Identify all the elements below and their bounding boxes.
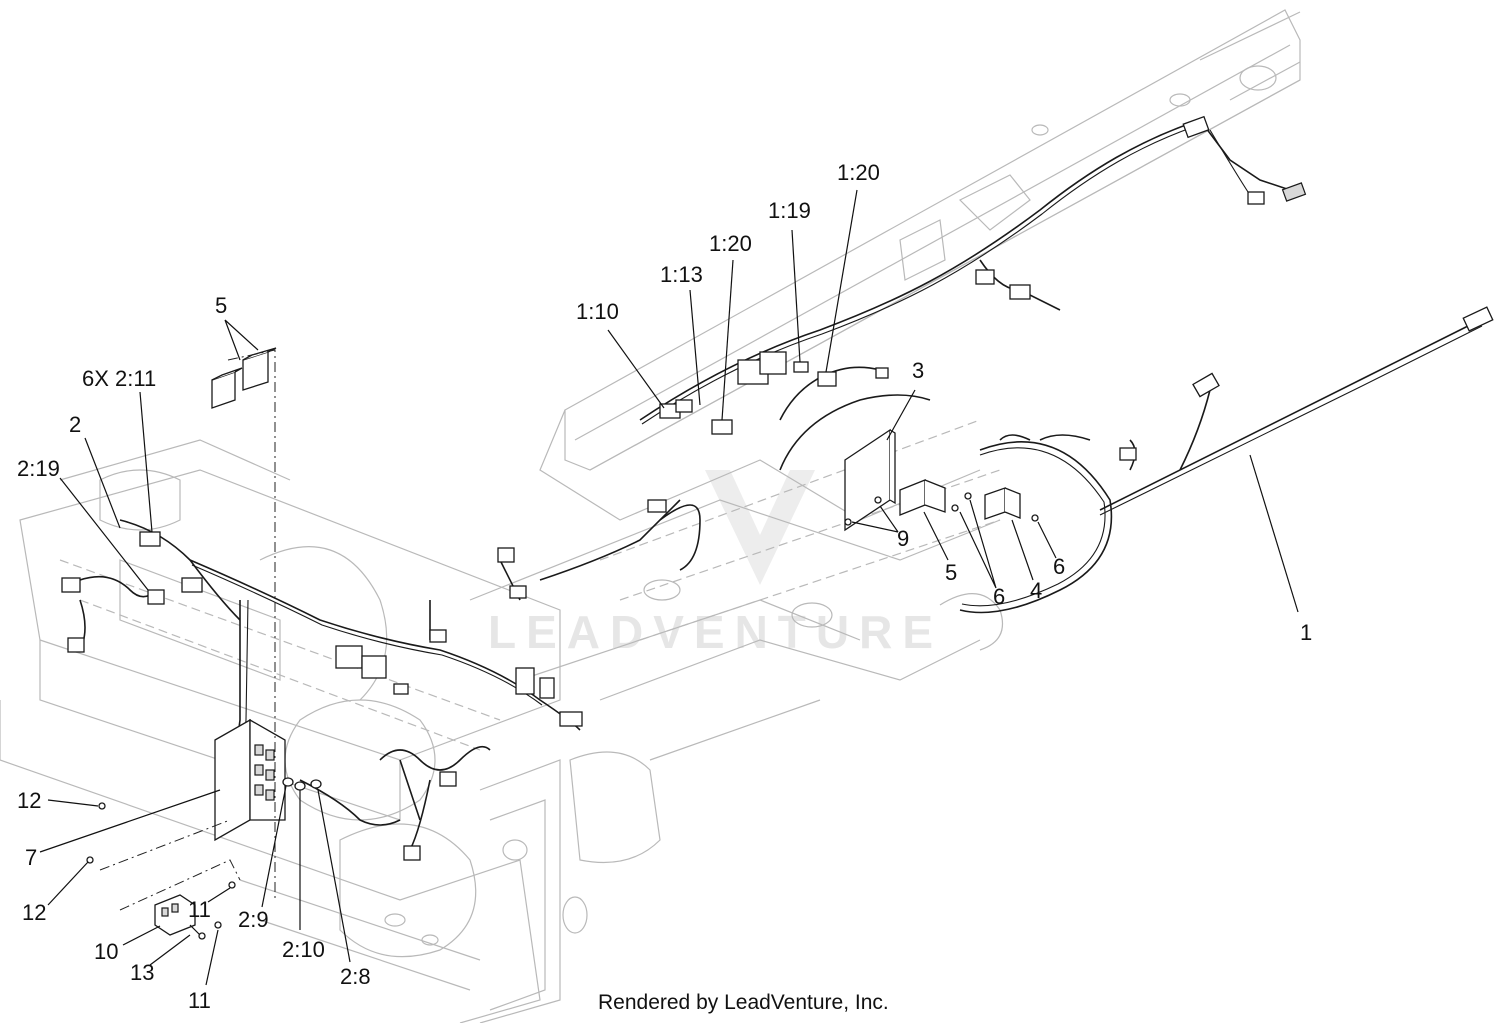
wire-harness-1 <box>639 119 1483 614</box>
callout-6-a: 6 <box>993 584 1005 609</box>
callout-labels: 1 2 2:19 6X 2:11 5 1:10 1:13 1:20 1:19 1… <box>17 160 1312 1013</box>
callout-1-20-a: 1:20 <box>709 231 752 256</box>
harness-1-connectors <box>659 115 1494 461</box>
relay-single <box>984 487 1021 520</box>
switch-part <box>154 894 206 940</box>
assembly-guide-line-left <box>227 349 276 900</box>
assembly-guide-line-bottom <box>99 819 241 911</box>
callout-12-a: 12 <box>17 788 41 813</box>
callout-1-13: 1:13 <box>660 262 703 287</box>
tractor-frame <box>0 9 1301 1023</box>
callout-12-b: 12 <box>22 900 46 925</box>
callout-11-b: 11 <box>188 988 211 1013</box>
callout-1-10: 1:10 <box>576 299 619 324</box>
callout-2-10: 2:10 <box>282 937 325 962</box>
harness-2-connectors <box>61 499 667 861</box>
callout-5-left: 5 <box>215 293 227 318</box>
callout-6-b: 6 <box>1053 554 1065 579</box>
wire-harness-2 <box>79 499 701 851</box>
callout-6x-2-11: 6X 2:11 <box>82 366 156 391</box>
callout-11-a: 11 <box>188 897 211 922</box>
fasteners <box>86 492 1039 929</box>
terminals-2-8-2-10 <box>282 777 322 791</box>
callout-1: 1 <box>1300 620 1312 645</box>
relay-bracket <box>844 428 896 532</box>
callout-1-20-b: 1:20 <box>837 160 880 185</box>
callout-4: 4 <box>1030 578 1042 603</box>
leader-lines <box>39 189 1299 986</box>
callout-2: 2 <box>69 412 81 437</box>
callout-2-9: 2:9 <box>238 907 269 932</box>
callout-2-19: 2:19 <box>17 456 60 481</box>
render-credit: Rendered by LeadVenture, Inc. <box>598 991 889 1014</box>
callout-10: 10 <box>94 939 118 964</box>
callout-2-8: 2:8 <box>340 964 371 989</box>
callout-9: 9 <box>897 526 909 551</box>
callout-5-right: 5 <box>945 560 957 585</box>
callout-7: 7 <box>25 845 37 870</box>
callout-13: 13 <box>130 960 154 985</box>
callout-3: 3 <box>912 358 924 383</box>
callout-1-19: 1:19 <box>768 198 811 223</box>
fuse-block <box>214 718 286 842</box>
relay-pair-right <box>899 479 946 516</box>
leadventure-watermark: LEADVENTURE <box>488 470 943 658</box>
watermark-text: LEADVENTURE <box>488 606 943 658</box>
relay-pair-left <box>211 347 277 409</box>
